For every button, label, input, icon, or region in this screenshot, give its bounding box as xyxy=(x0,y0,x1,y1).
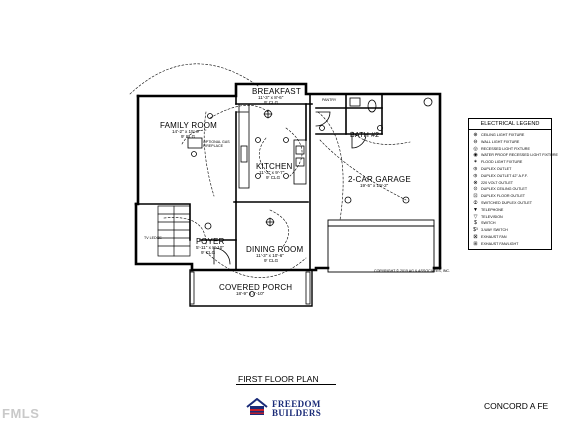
kitchen-dimensions: 11'-3" x 9'-7" xyxy=(259,170,285,175)
legend-item: ⊡DUPLEX FLOOR OUTLET xyxy=(472,193,550,200)
legend-item: ◎RECESSED LIGHT FIXTURE xyxy=(472,146,550,153)
brand-line-1: FREEDOM xyxy=(272,399,321,409)
waterproof-light-icon: ◉ xyxy=(473,152,478,159)
electrical-wiring-arcs xyxy=(129,63,411,278)
kitchen-ceiling: 9' CLG xyxy=(266,175,281,180)
wall-light-icon: ⊖ xyxy=(473,138,478,145)
legend-divider xyxy=(469,129,551,130)
breakfast-dimensions: 11'-3" x 8'-6" xyxy=(258,95,284,100)
legend-item: $ SWITCH xyxy=(472,220,550,227)
copyright-note: COPYRIGHT © 2015 AG & ASSOCIATES, INC. xyxy=(374,269,451,273)
legend-item: ⊙DUPLEX CEILING OUTLET xyxy=(472,186,550,193)
legend-item-label: DUPLEX FLOOR OUTLET xyxy=(481,194,526,199)
watermark: FMLS xyxy=(2,406,40,421)
legend-item: ⊞EXHAUST FAN/LIGHT xyxy=(472,241,550,248)
family-room-label: FAMILY ROOM xyxy=(160,121,218,130)
legend-item-label: WALL LIGHT FIXTURE xyxy=(481,139,520,144)
legend-item: ▽TELEVISION xyxy=(472,214,550,221)
legend-item-label: EXHAUST FAN/LIGHT xyxy=(481,241,519,246)
kitchen-counters xyxy=(238,103,307,189)
flood-light-icon: ✶ xyxy=(473,159,478,166)
house-logo-icon xyxy=(246,398,268,415)
legend-item-label: WATER PROOF RECESSED LIGHT FIXTURE xyxy=(481,153,558,158)
telephone-icon: ▼ xyxy=(473,206,478,213)
covered-porch-label: COVERED PORCH xyxy=(219,283,293,292)
family-room-ceiling: 9' CLG xyxy=(181,134,196,139)
legend-item: ⦷SWITCHED DUPLEX OUTLET xyxy=(472,200,550,207)
legend-item-label: SWITCHED DUPLEX OUTLET xyxy=(481,201,533,205)
legend-item-label: 220 VOLT OUTLET xyxy=(481,180,514,185)
legend-item-label: RECESSED LIGHT FIXTURE xyxy=(481,146,530,151)
legend-title: ELECTRICAL LEGEND xyxy=(480,121,540,127)
recessed-light-icon: ◎ xyxy=(473,145,478,152)
exhaust-fan-icon: ⊠ xyxy=(473,234,478,240)
covered-porch-dimensions: 18'-9" x 4'-10" xyxy=(236,291,265,296)
family-room-dimensions: 14'-2" x 15'-0" xyxy=(172,129,201,134)
legend-item: ⊠EXHAUST FAN xyxy=(472,234,550,241)
foyer-dimensions: 5'-11" x 8'-10" xyxy=(196,245,224,250)
legend-item: ⊗220 VOLT OUTLET xyxy=(472,180,550,187)
ceiling-light-fixtures xyxy=(191,109,410,297)
television-icon: ▽ xyxy=(473,213,478,220)
legend-item-label: EXHAUST FAN xyxy=(481,235,507,239)
covered-porch-outline xyxy=(189,269,313,307)
garage-door xyxy=(327,219,435,273)
legend-item: ⊖WALL LIGHT FIXTURE xyxy=(472,139,550,146)
foyer-label: FOYER xyxy=(196,237,225,246)
duplex-ceiling-outlet-icon: ⊙ xyxy=(473,186,478,193)
duplex-outlet-icon: ⦶ xyxy=(473,166,478,172)
interior-walls xyxy=(137,83,383,271)
plan-title: FIRST FLOOR PLAN xyxy=(238,374,319,384)
switch-icon: $ xyxy=(474,220,477,227)
stair-note: TV LEDGE xyxy=(144,236,162,240)
3-way-switch-icon: $³ xyxy=(473,227,478,234)
legend-item-label: TELEPHONE xyxy=(481,207,504,212)
220-volt-outlet-icon: ⊗ xyxy=(473,179,478,186)
legend-item: ⊕CEILING LIGHT FIXTURE xyxy=(472,132,550,139)
legend-item-label: TELEVISION xyxy=(481,214,503,219)
brand-logo: FREEDOM BUILDERS xyxy=(272,400,321,418)
dining-room-label: DINING ROOM xyxy=(246,245,304,254)
legend-item: ▼TELEPHONE xyxy=(472,207,550,214)
kitchen-label: KITCHEN xyxy=(256,162,293,171)
electrical-legend: ELECTRICAL LEGEND ⊕CEILING LIGHT FIXTURE… xyxy=(468,118,558,250)
legend-item-label: DUPLEX CEILING OUTLET xyxy=(481,187,528,192)
breakfast-label: BREAKFAST xyxy=(252,87,301,96)
pantry-label: PANTRY xyxy=(322,98,337,102)
fireplace-note: OPTIONAL GAS FIREPLACE xyxy=(203,140,230,148)
elevation-label: CONCORD A FE xyxy=(484,401,549,411)
dining-room-ceiling: 9' CLG xyxy=(264,258,279,263)
legend-item-label: SWITCH xyxy=(481,221,496,226)
breakfast-ceiling: 9' CLG xyxy=(264,100,279,105)
duplex-floor-outlet-icon: ⊡ xyxy=(473,193,478,200)
legend-item-label: DUPLEX OUTLET xyxy=(481,167,512,171)
brand-line-2: BUILDERS xyxy=(272,408,322,418)
garage-label: 2-CAR GARAGE xyxy=(348,175,411,184)
legend-item: ⦶DUPLEX OUTLET 42" A.F.F. xyxy=(472,173,550,180)
garage-dimensions: 19'-5" x 19'-2" xyxy=(360,183,389,188)
foyer-ceiling: 9' CLG xyxy=(201,250,216,255)
ceiling-light-icon: ⊕ xyxy=(473,132,478,138)
legend-item: ✶FLOOD LIGHT FIXTURE xyxy=(472,159,550,166)
legend-item-label: FLOOD LIGHT FIXTURE xyxy=(481,160,523,165)
dining-room-dimensions: 11'-3" x 10'-6" xyxy=(256,253,284,258)
exhaust-fan-light-icon: ⊞ xyxy=(473,240,478,247)
legend-item: ⦶DUPLEX OUTLET xyxy=(472,166,550,173)
legend-item-label: CEILING LIGHT FIXTURE xyxy=(481,133,525,137)
switched-duplex-outlet-icon: ⦷ xyxy=(473,200,478,206)
bath-label: BATH #2 xyxy=(350,132,380,139)
plan-title-underline xyxy=(236,384,336,385)
bath-fixtures xyxy=(349,97,433,113)
fireplace xyxy=(187,137,203,149)
duplex-outlet-42-icon: ⦶ xyxy=(473,172,478,179)
legend-item: ◉WATER PROOF RECESSED LIGHT FIXTURE xyxy=(472,152,558,159)
stairs xyxy=(157,205,191,257)
legend-item-label: 3-WAY SWITCH xyxy=(481,228,508,233)
legend-item-label: DUPLEX OUTLET 42" A.F.F. xyxy=(481,173,528,178)
